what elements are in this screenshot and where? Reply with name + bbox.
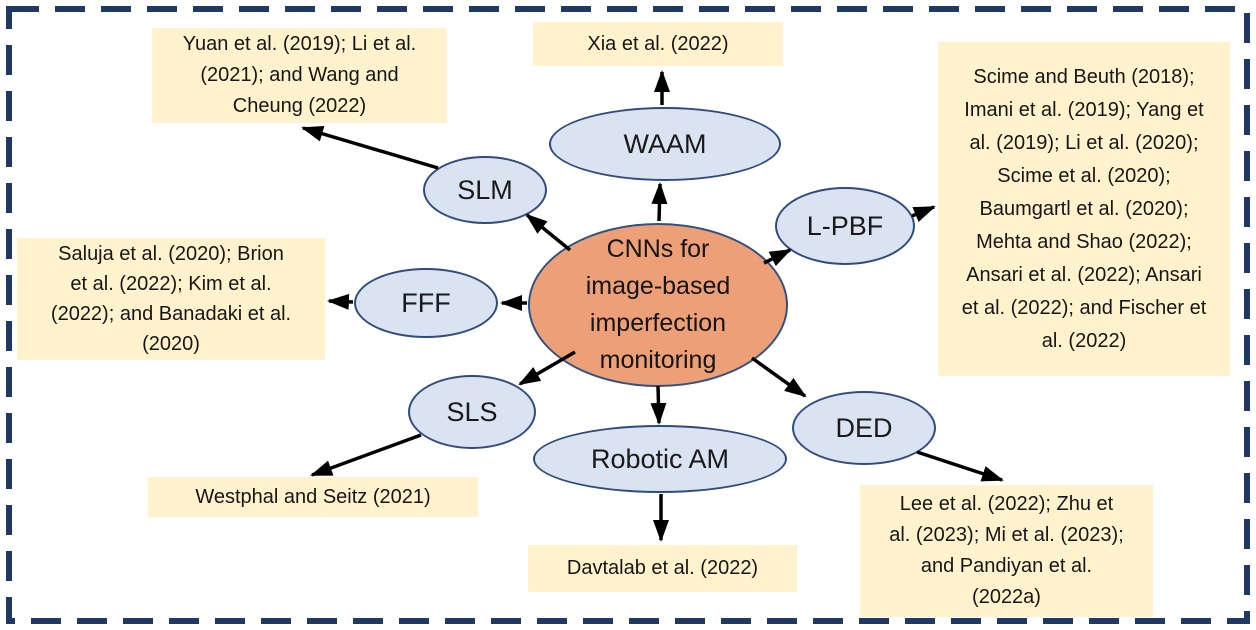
- arrow-fff-to-citation: [327, 293, 354, 310]
- node-slm: SLM: [423, 156, 547, 224]
- node-ded: DED: [792, 391, 936, 465]
- citation-box-slm: Yuan et al. (2019); Li et al. (2021); an…: [152, 28, 447, 123]
- node-robotic-am: Robotic AM: [533, 425, 787, 493]
- arrow-sls-to-citation: [310, 433, 422, 477]
- node-center-cnns: CNNs for image-based imperfection monito…: [528, 223, 788, 387]
- arrow-center-to-waam: [651, 182, 668, 222]
- node-fff: FFF: [354, 268, 498, 338]
- arrow-center-to-ded: [750, 356, 807, 398]
- arrow-center-to-robotic-am: [650, 385, 667, 425]
- node-lpbf: L-PBF: [775, 187, 915, 265]
- node-sls: SLS: [408, 375, 536, 449]
- citation-box-lpbf: Scime and Beuth (2018); Imani et al. (20…: [938, 42, 1230, 376]
- arrow-ded-to-citation: [916, 450, 1004, 482]
- arrow-lpbf-to-citation: [911, 205, 936, 222]
- node-waam: WAAM: [549, 107, 781, 181]
- arrow-slm-to-citation: [301, 126, 439, 170]
- citation-box-ded: Lee et al. (2022); Zhu et al. (2023); Mi…: [860, 485, 1153, 617]
- citation-box-robotic-am: Davtalab et al. (2022): [528, 545, 797, 592]
- citation-box-waam: Xia et al. (2022): [533, 22, 783, 66]
- arrow-center-to-slm: [525, 213, 572, 252]
- citation-box-fff: Saluja et al. (2020); Brion et al. (2022…: [17, 238, 325, 360]
- citation-box-sls: Westphal and Seitz (2021): [148, 477, 478, 517]
